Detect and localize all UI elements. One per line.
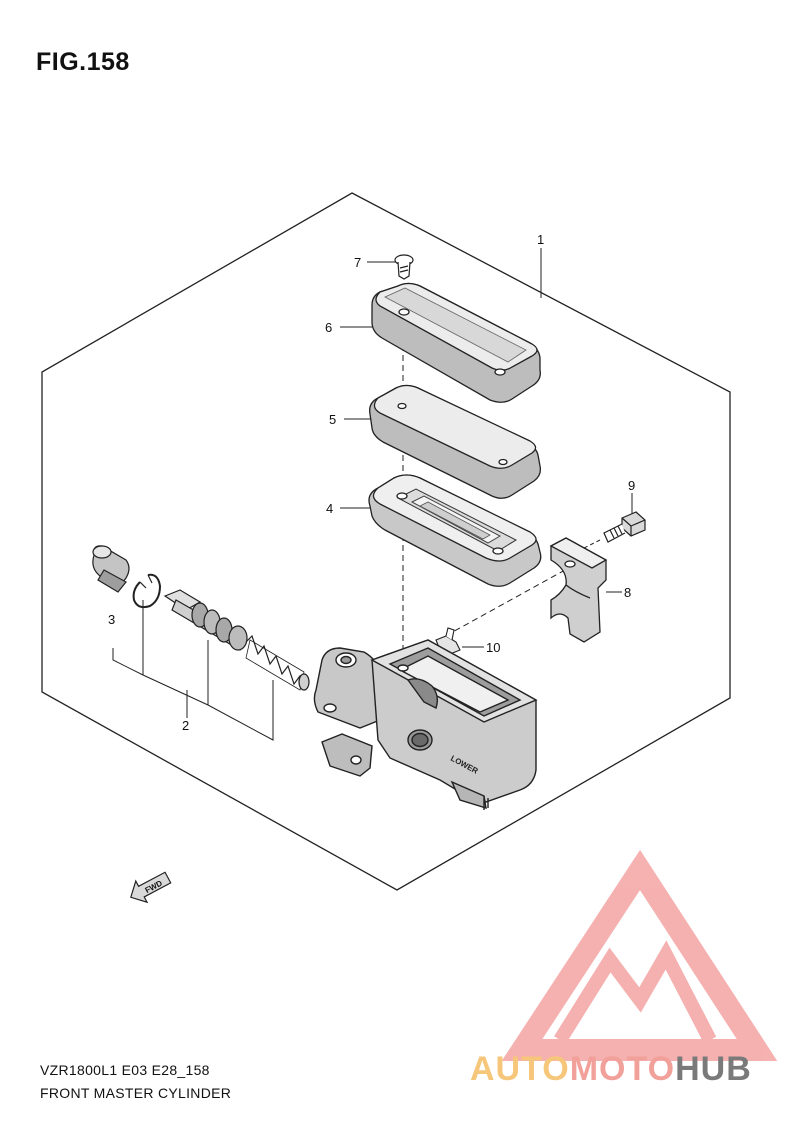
callout-2: 2 xyxy=(182,718,189,733)
diaphragm-part-4 xyxy=(368,474,542,587)
callout-4: 4 xyxy=(326,501,333,516)
callout-1: 1 xyxy=(537,232,544,247)
reservoir-cap-part-6 xyxy=(371,282,541,403)
callout-5: 5 xyxy=(329,412,336,427)
master-cylinder-body: LOWER xyxy=(313,639,538,810)
figure-caption: FRONT MASTER CYLINDER xyxy=(40,1085,232,1101)
model-code: VZR1800L1 E03 E28_158 xyxy=(40,1062,210,1078)
watermark-hub: HUB xyxy=(675,1050,752,1088)
watermark-auto: AUTO xyxy=(470,1050,570,1088)
fwd-arrow-icon: FWD xyxy=(130,871,172,904)
diaphragm-plate-part-5 xyxy=(369,384,542,499)
callout-7: 7 xyxy=(354,255,361,270)
clamp-holder-part-8 xyxy=(549,537,608,643)
return-spring xyxy=(245,634,310,691)
callout-3: 3 xyxy=(108,612,115,627)
figure-title: FIG.158 xyxy=(36,48,130,76)
callout-8: 8 xyxy=(624,585,631,600)
watermark-moto: MOTO xyxy=(569,1050,676,1088)
watermark-logo xyxy=(501,849,778,1061)
watermark-text: AUTOMOTOHUB xyxy=(470,1050,752,1089)
circlip xyxy=(132,573,162,609)
callout-6: 6 xyxy=(325,320,332,335)
piston-kit-part-2 xyxy=(92,545,310,691)
callout-9: 9 xyxy=(628,478,635,493)
assembly-boundary xyxy=(41,192,731,891)
bolt-part-9 xyxy=(603,511,646,543)
piston-rod xyxy=(163,589,248,651)
callout-10: 10 xyxy=(486,640,500,655)
screw-part-7 xyxy=(394,254,414,280)
dust-boot-part-3 xyxy=(92,545,130,593)
